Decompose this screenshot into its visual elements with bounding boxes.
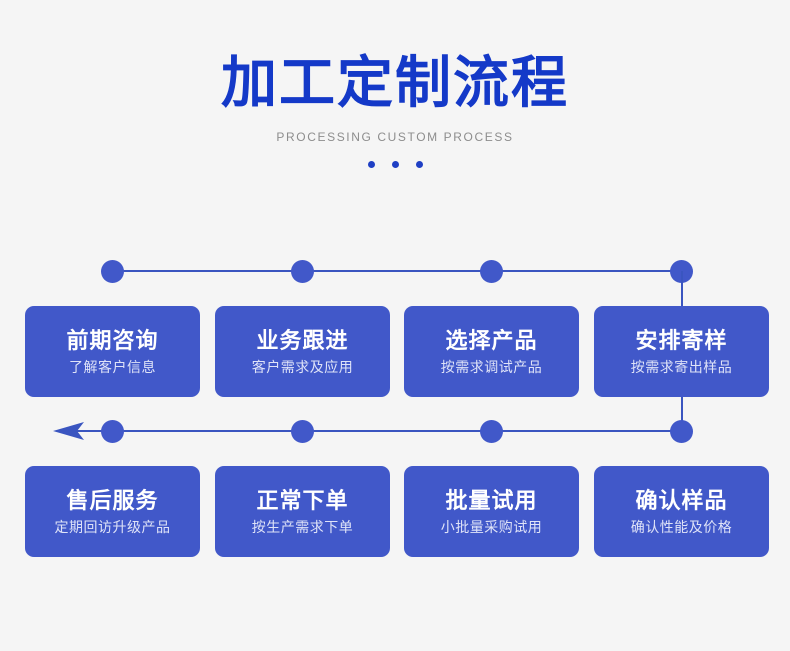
row2-node-dot-4	[670, 420, 693, 443]
row2-node-dot-2	[291, 420, 314, 443]
flow-step-card-8[interactable]: 售后服务 定期回访升级产品	[25, 466, 200, 557]
flow-step-card-7[interactable]: 正常下单 按生产需求下单	[215, 466, 390, 557]
flow-step-subtitle: 按生产需求下单	[251, 518, 354, 535]
flow-step-card-5[interactable]: 确认样品 确认性能及价格	[594, 466, 769, 557]
page-title: 加工定制流程	[221, 51, 569, 114]
row2-node-dot-1	[101, 420, 124, 443]
decor-dot-icon	[391, 161, 399, 168]
decor-dot-icon	[415, 161, 423, 168]
flow-step-subtitle: 确认性能及价格	[630, 518, 733, 535]
flow-step-subtitle: 按需求寄出样品	[630, 358, 733, 375]
flow-step-title: 业务跟进	[256, 327, 349, 353]
flow-step-title: 批量试用	[445, 487, 538, 513]
row2-connector-line	[60, 430, 681, 432]
flow-step-title: 确认样品	[635, 487, 728, 513]
flow-step-card-4[interactable]: 安排寄样 按需求寄出样品	[594, 306, 769, 397]
flow-step-subtitle: 小批量采购试用	[440, 518, 543, 535]
flow-step-subtitle: 客户需求及应用	[251, 358, 354, 375]
row1-connector-line	[112, 270, 681, 272]
flow-step-subtitle: 了解客户信息	[69, 358, 156, 375]
row1-node-dot-2	[291, 260, 314, 283]
flow-step-card-2[interactable]: 业务跟进 客户需求及应用	[215, 306, 390, 397]
flow-step-title: 售后服务	[66, 487, 159, 513]
row2-node-dot-3	[480, 420, 503, 443]
row1-node-dot-1	[101, 260, 124, 283]
flow-step-title: 选择产品	[445, 327, 538, 353]
flow-step-title: 前期咨询	[66, 327, 159, 353]
flow-step-card-1[interactable]: 前期咨询 了解客户信息	[25, 306, 200, 397]
flow-step-card-3[interactable]: 选择产品 按需求调试产品	[404, 306, 579, 397]
row1-node-dot-3	[480, 260, 503, 283]
decorative-dots	[0, 144, 790, 168]
page-header: 加工定制流程 PROCESSING CUSTOM PROCESS	[0, 0, 790, 168]
flow-step-title: 安排寄样	[635, 327, 728, 353]
flow-step-card-6[interactable]: 批量试用 小批量采购试用	[404, 466, 579, 557]
flow-step-subtitle: 按需求调试产品	[440, 358, 543, 375]
flow-step-title: 正常下单	[256, 487, 349, 513]
decor-dot-icon	[367, 161, 375, 168]
flow-step-subtitle: 定期回访升级产品	[54, 518, 171, 535]
page-subtitle: PROCESSING CUSTOM PROCESS	[276, 130, 514, 144]
